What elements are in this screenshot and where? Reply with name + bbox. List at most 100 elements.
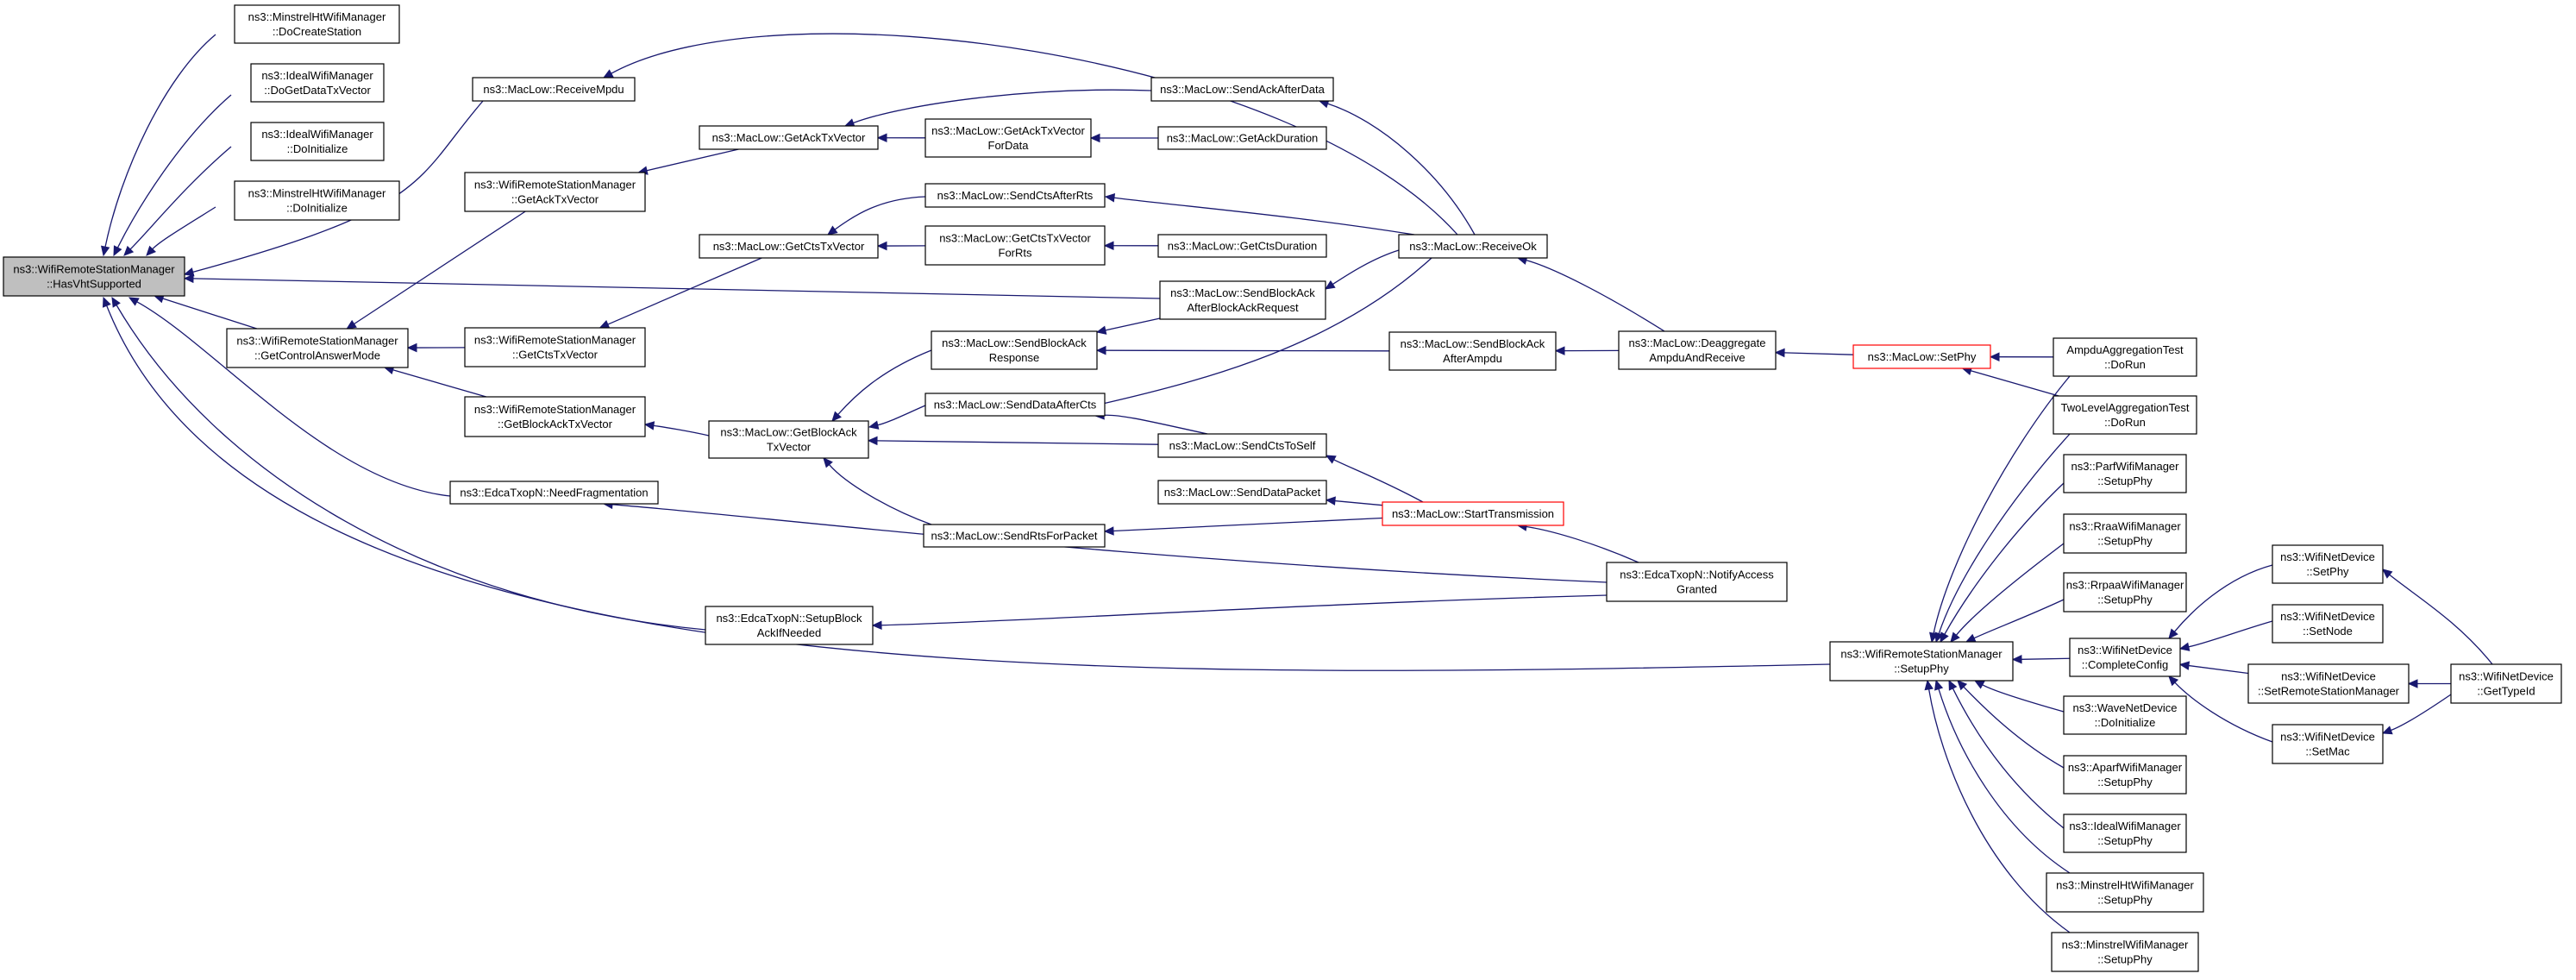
node-box [3, 256, 185, 297]
edge-line [834, 196, 926, 230]
node-box [2063, 513, 2187, 554]
edge-wndGetTypeId-to-wndSetMac [2381, 694, 2452, 735]
node-mhtDoCreate[interactable]: ns3::MinstrelHtWifiManager::DoCreateStat… [234, 4, 400, 44]
node-sendDataPacket[interactable]: ns3::MacLow::SendDataPacket [1157, 480, 1327, 505]
node-startTx[interactable]: ns3::MacLow::StartTransmission [1382, 501, 1564, 526]
node-mhtDoInit[interactable]: ns3::MinstrelHtWifiManager::DoInitialize [234, 180, 400, 221]
arrowhead [100, 245, 110, 257]
node-wndSetNode[interactable]: ns3::WifiNetDevice::SetNode [2272, 604, 2384, 644]
node-label: AckIfNeeded [757, 626, 821, 639]
edge-line [162, 298, 257, 330]
node-label: ::DoInitialize [286, 202, 348, 215]
edge-wndSetNode-to-completeConfig [2178, 620, 2273, 651]
edge-receiveOk-to-sendCtsAfterRts [1104, 193, 1415, 236]
node-ampduTest[interactable]: AmpduAggregationTest::DoRun [2053, 337, 2197, 377]
edge-sendBlockAckAfterBAR-to-root [183, 273, 1161, 299]
node-parfSetup[interactable]: ns3::ParfWifiManager::SetupPhy [2063, 454, 2187, 493]
edges-layer [100, 33, 2493, 933]
node-aparfSetup[interactable]: ns3::AparfWifiManager::SetupPhy [2063, 755, 2187, 795]
node-label: ns3::MacLow::SetPhy [1868, 350, 1977, 363]
edge-sendBlockAckAfterBAR-to-sendBlockAckResp [1095, 317, 1161, 335]
node-sendAckAfterData[interactable]: ns3::MacLow::SendAckAfterData [1150, 77, 1334, 102]
node-label: ns3::WifiNetDevice [2280, 550, 2375, 563]
node-label: ns3::IdealWifiManager [2069, 820, 2181, 832]
arrowhead [123, 245, 135, 256]
node-root[interactable]: ns3::WifiRemoteStationManager::HasVhtSup… [3, 256, 185, 297]
edge-line [136, 301, 451, 497]
node-wndSetPhy[interactable]: ns3::WifiNetDevice::SetPhy [2272, 544, 2384, 584]
edge-getCtsDuration-to-getCtsForRts [1103, 241, 1159, 250]
node-label: ns3::MacLow::SendDataAfterCts [934, 399, 1097, 411]
node-mlGetAck[interactable]: ns3::MacLow::GetAckTxVector [699, 125, 879, 150]
node-label: ns3::EdcaTxopN::SetupBlock [716, 612, 862, 625]
node-wrsmGetAck[interactable]: ns3::WifiRemoteStationManager::GetAckTxV… [464, 172, 646, 212]
node-label: ns3::MacLow::SendRtsForPacket [931, 530, 1098, 543]
arrowhead [1325, 496, 1336, 506]
node-box [2053, 337, 2197, 377]
node-box [1157, 480, 1327, 505]
node-setPhy[interactable]: ns3::MacLow::SetPhy [1852, 344, 1991, 369]
edge-line [1103, 414, 1208, 435]
node-sendBlockAckAfterBAR[interactable]: ns3::MacLow::SendBlockAckAfterBlockAckRe… [1159, 280, 1326, 320]
node-label: ::CompleteConfig [2082, 658, 2168, 671]
node-wrsmGetBlockAck[interactable]: ns3::WifiRemoteStationManager::GetBlockA… [464, 396, 646, 437]
node-label: AmpduAggregationTest [2066, 343, 2184, 356]
edge-idealDoInit-to-root [123, 146, 232, 256]
node-completeConfig[interactable]: ns3::WifiNetDevice::CompleteConfig [2069, 638, 2181, 677]
arrowhead [1957, 680, 1968, 691]
node-getCtrlAns[interactable]: ns3::WifiRemoteStationManager::GetContro… [226, 328, 409, 368]
node-twoLevelTest[interactable]: TwoLevelAggregationTest::DoRun [2053, 395, 2197, 435]
edge-line [1963, 686, 2065, 769]
node-idealDoInit[interactable]: ns3::IdealWifiManager::DoInitialize [250, 122, 385, 161]
node-wndSetRsm[interactable]: ns3::WifiNetDevice::SetRemoteStationMana… [2247, 663, 2410, 704]
node-idealDoGet[interactable]: ns3::IdealWifiManager::DoGetDataTxVector [250, 63, 385, 103]
node-mlGetBlockAck[interactable]: ns3::MacLow::GetBlockAckTxVector [708, 420, 869, 459]
node-label: ns3::MacLow::SendCtsToSelf [1169, 439, 1316, 452]
node-sendCtsToSelf[interactable]: ns3::MacLow::SendCtsToSelf [1157, 433, 1327, 458]
node-sendCtsAfterRts[interactable]: ns3::MacLow::SendCtsAfterRts [924, 183, 1106, 208]
edge-line [1113, 197, 1415, 236]
arrowhead [111, 296, 121, 308]
node-getAckDuration[interactable]: ns3::MacLow::GetAckDuration [1157, 126, 1327, 150]
node-wrsmGetCts[interactable]: ns3::WifiRemoteStationManager::GetCtsTxV… [464, 327, 646, 368]
node-receiveMpdu[interactable]: ns3::MacLow::ReceiveMpdu [472, 77, 636, 102]
node-needFrag[interactable]: ns3::EdcaTxopN::NeedFragmentation [449, 481, 659, 505]
node-receiveOk[interactable]: ns3::MacLow::ReceiveOk [1398, 234, 1548, 259]
node-label: ns3::WifiNetDevice [2281, 670, 2376, 683]
node-wrsmSetupPhy[interactable]: ns3::WifiRemoteStationManager::SetupPhy [1829, 641, 2014, 682]
node-label: ns3::IdealWifiManager [261, 128, 373, 141]
node-label: ::DoRun [2104, 358, 2146, 371]
arrowhead [1965, 633, 1977, 643]
node-wndSetMac[interactable]: ns3::WifiNetDevice::SetMac [2272, 724, 2384, 764]
edge-line [2021, 657, 2071, 660]
edge-line [853, 89, 1152, 124]
edge-line [2391, 694, 2452, 732]
node-wndGetTypeId[interactable]: ns3::WifiNetDevice::GetTypeId [2450, 663, 2562, 704]
edge-needFrag-to-root [128, 297, 451, 497]
node-label: ::GetBlockAckTxVector [498, 418, 613, 430]
node-box [2272, 724, 2384, 764]
node-idealSetup[interactable]: ns3::IdealWifiManager::SetupPhy [2063, 814, 2187, 853]
node-label: ::GetTypeId [2477, 685, 2535, 698]
node-label: ns3::WifiNetDevice [2280, 610, 2375, 623]
node-rraaSetup[interactable]: ns3::RraaWifiManager::SetupPhy [2063, 513, 2187, 554]
node-label: ns3::MacLow::StartTransmission [1392, 507, 1554, 520]
node-label: ns3::MacLow::GetBlockAck [720, 426, 857, 439]
node-waveDoInit[interactable]: ns3::WaveNetDevice::DoInitialize [2063, 695, 2187, 735]
node-label: ns3::WifiRemoteStationManager [13, 263, 175, 276]
node-mlGetCts[interactable]: ns3::MacLow::GetCtsTxVector [699, 234, 879, 259]
node-sendDataAfterCts[interactable]: ns3::MacLow::SendDataAfterCts [924, 393, 1106, 417]
node-rrpaaSetup[interactable]: ns3::RrpaaWifiManager::SetupPhy [2063, 572, 2187, 612]
node-minstrelSetup[interactable]: ns3::MinstrelWifiManager::SetupPhy [2051, 932, 2199, 972]
node-sendRtsForPacket[interactable]: ns3::MacLow::SendRtsForPacket [923, 524, 1106, 548]
node-getCtsDuration[interactable]: ns3::MacLow::GetCtsDuration [1157, 234, 1327, 258]
edge-line [876, 440, 1159, 445]
node-mhtSetup[interactable]: ns3::MinstrelHtWifiManager::SetupPhy [2046, 872, 2204, 913]
